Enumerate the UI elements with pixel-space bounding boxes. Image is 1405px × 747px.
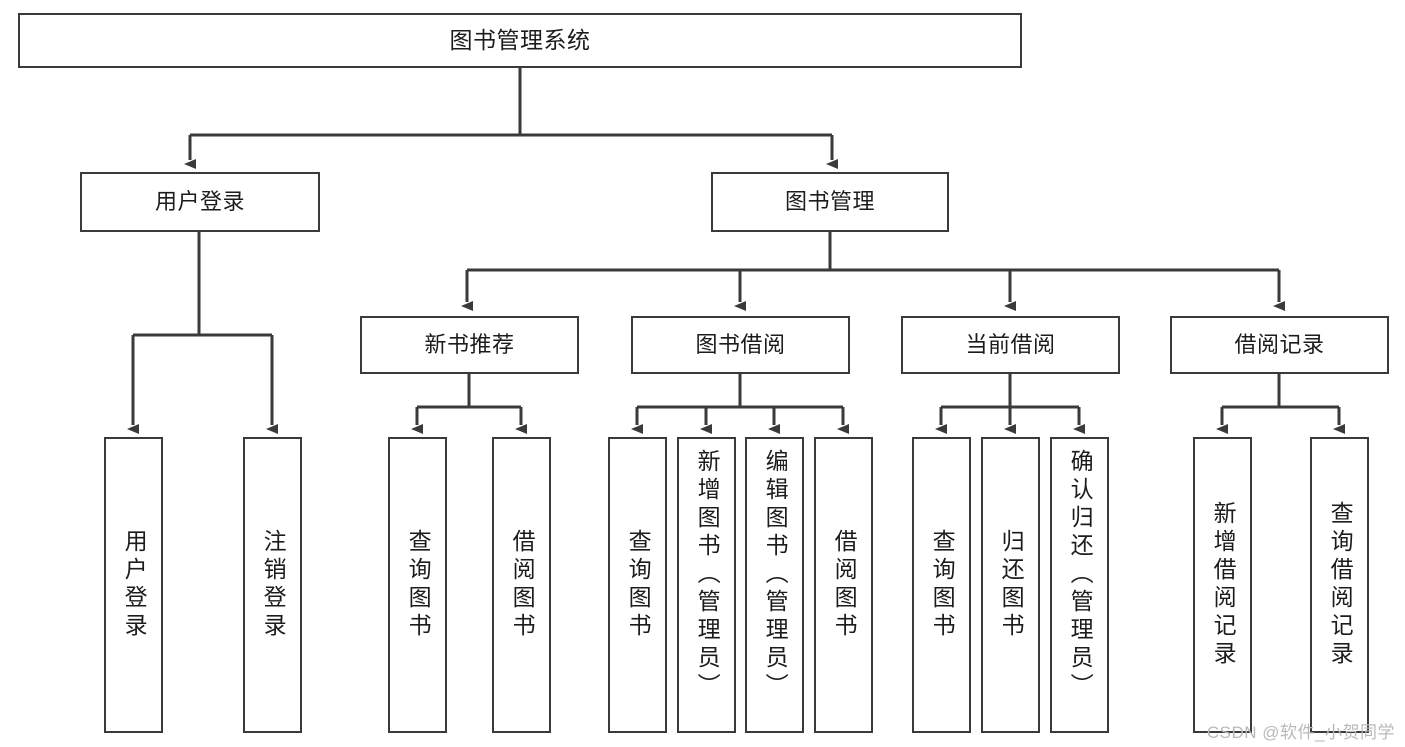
node-label: 查询图书 bbox=[929, 529, 956, 641]
node-label: 归还图书 bbox=[998, 529, 1025, 641]
leaf-user-login-login[interactable]: 用户登录 bbox=[104, 437, 163, 733]
node-label: 新书推荐 bbox=[424, 332, 515, 358]
node-borrow-record[interactable]: 借阅记录 bbox=[1170, 316, 1389, 374]
node-label: 查询图书 bbox=[625, 529, 652, 641]
leaf-book-borrow-query-book[interactable]: 查询图书 bbox=[608, 437, 667, 733]
leaf-book-borrow-add-book-admin[interactable]: 新增图书（管理员） bbox=[677, 437, 736, 733]
node-label: 新增借阅记录 bbox=[1210, 501, 1237, 669]
node-label: 借阅图书 bbox=[831, 529, 858, 641]
node-label: 查询图书 bbox=[405, 529, 432, 641]
leaf-current-borrow-confirm-return-admin[interactable]: 确认归还（管理员） bbox=[1050, 437, 1109, 733]
leaf-book-borrow-borrow-book[interactable]: 借阅图书 bbox=[814, 437, 873, 733]
node-root-book-management-system[interactable]: 图书管理系统 bbox=[18, 13, 1022, 68]
leaf-current-borrow-return-book[interactable]: 归还图书 bbox=[981, 437, 1040, 733]
node-current-borrow[interactable]: 当前借阅 bbox=[901, 316, 1120, 374]
node-label: 借阅记录 bbox=[1234, 332, 1325, 358]
node-user-login[interactable]: 用户登录 bbox=[80, 172, 320, 232]
node-label: 当前借阅 bbox=[965, 332, 1056, 358]
csdn-watermark: CSDN @软件_小贺同学 bbox=[1206, 723, 1395, 742]
node-label: 用户登录 bbox=[121, 529, 148, 641]
node-book-borrow[interactable]: 图书借阅 bbox=[631, 316, 850, 374]
leaf-borrow-record-add-record[interactable]: 新增借阅记录 bbox=[1193, 437, 1252, 733]
leaf-user-login-logout[interactable]: 注销登录 bbox=[243, 437, 302, 733]
node-label: 借阅图书 bbox=[509, 529, 536, 641]
node-book-management[interactable]: 图书管理 bbox=[711, 172, 949, 232]
node-label: 图书借阅 bbox=[695, 332, 786, 358]
node-label: 编辑图书（管理员） bbox=[762, 449, 789, 701]
node-new-book-recommend[interactable]: 新书推荐 bbox=[360, 316, 579, 374]
node-label: 图书管理 bbox=[784, 189, 875, 215]
leaf-current-borrow-query-book[interactable]: 查询图书 bbox=[912, 437, 971, 733]
leaf-new-book-query-book[interactable]: 查询图书 bbox=[388, 437, 447, 733]
node-label: 注销登录 bbox=[260, 529, 287, 641]
node-label: 新增图书（管理员） bbox=[694, 449, 721, 701]
node-label: 图书管理系统 bbox=[449, 26, 591, 53]
leaf-book-borrow-edit-book-admin[interactable]: 编辑图书（管理员） bbox=[745, 437, 804, 733]
node-label: 用户登录 bbox=[154, 189, 245, 215]
node-label: 查询借阅记录 bbox=[1327, 501, 1354, 669]
leaf-new-book-borrow-book[interactable]: 借阅图书 bbox=[492, 437, 551, 733]
node-label: 确认归还（管理员） bbox=[1067, 449, 1094, 701]
leaf-borrow-record-query-record[interactable]: 查询借阅记录 bbox=[1310, 437, 1369, 733]
